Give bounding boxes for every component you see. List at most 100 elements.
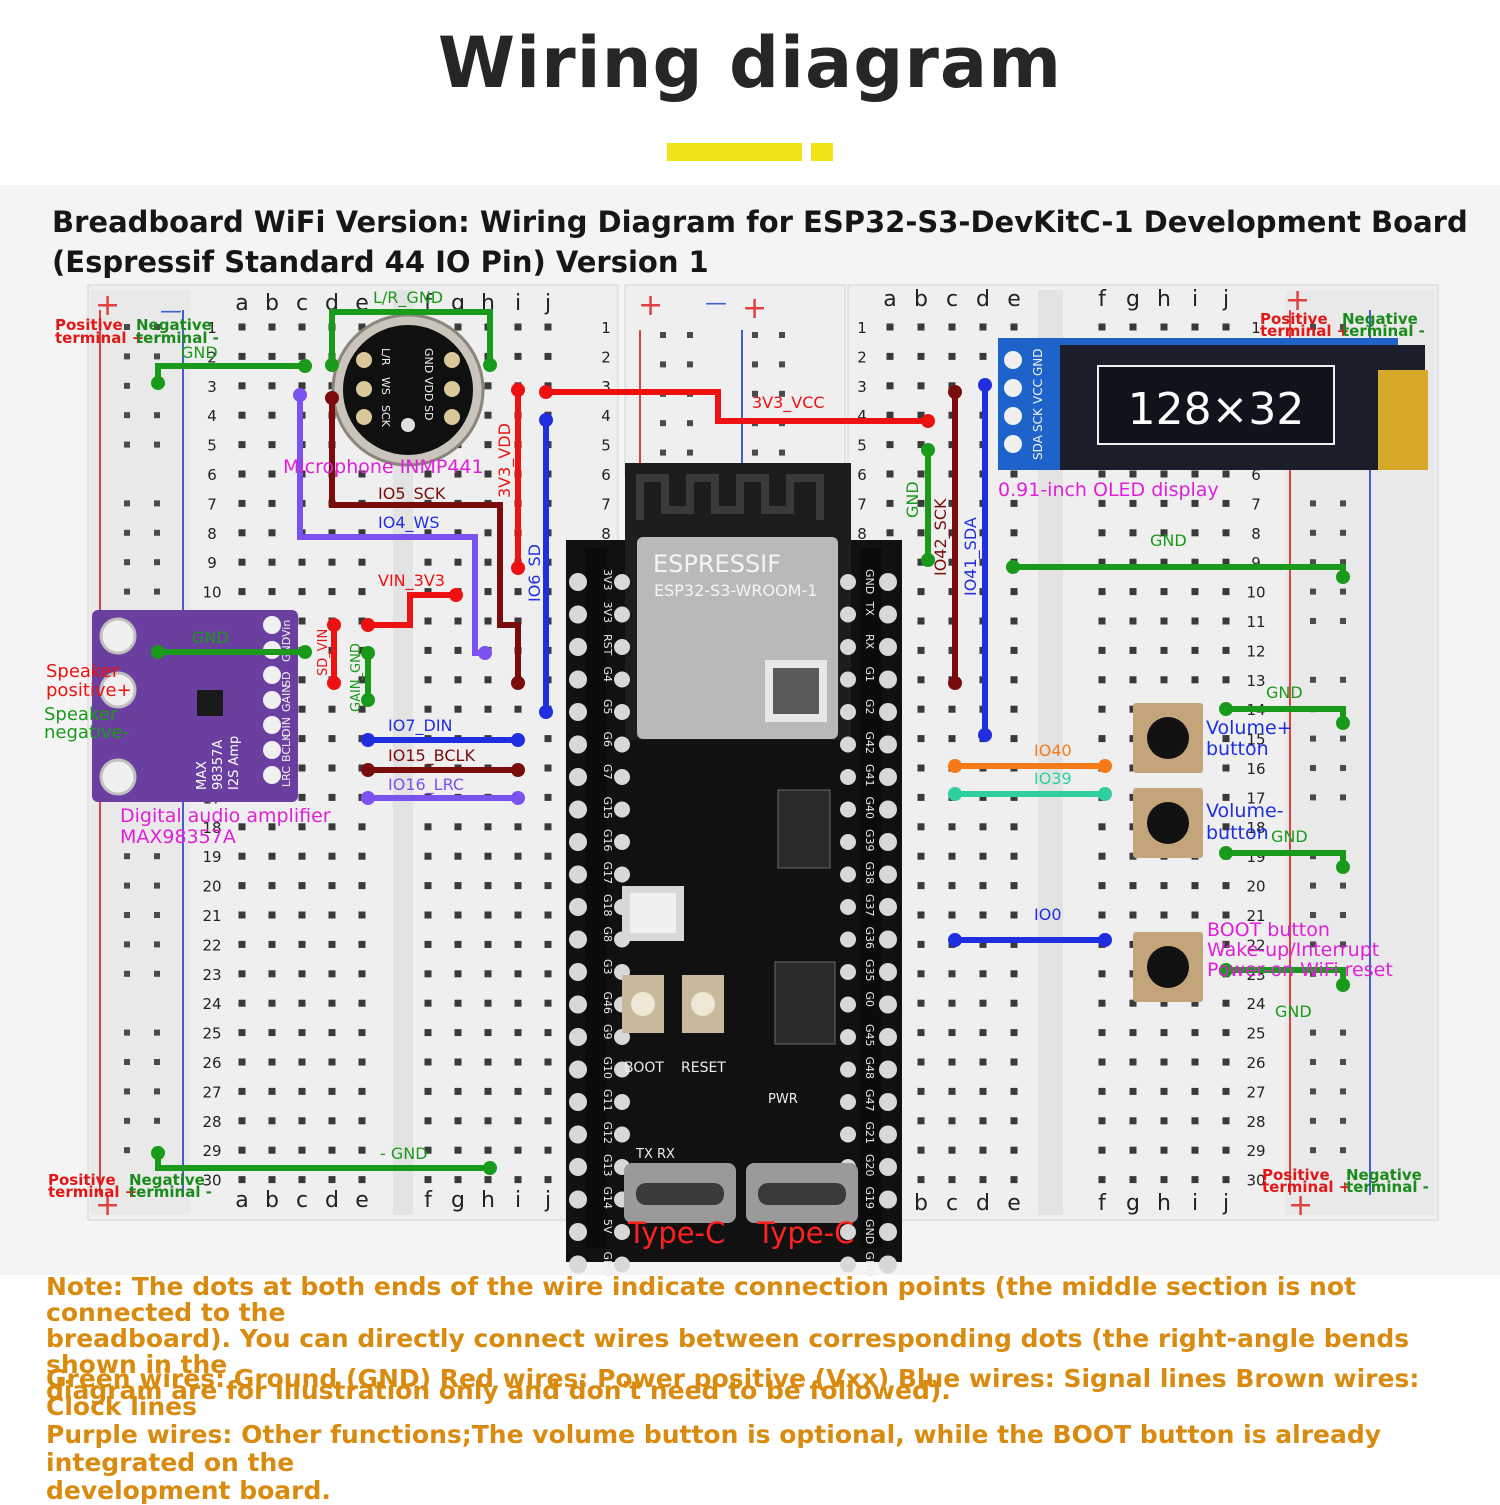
- esp-left-pin-label: G13: [601, 1154, 614, 1177]
- esp-right-pin: [879, 1255, 897, 1274]
- esp-right-pin-label: RX: [863, 634, 876, 650]
- wire-end-dot: [948, 787, 962, 801]
- row-number-far-right: 28: [1246, 1113, 1265, 1131]
- esp-left-pin-inner: [614, 1094, 630, 1110]
- col-letter-top-right: b: [914, 287, 928, 312]
- col-letter-top-left: c: [296, 291, 308, 316]
- row-number-right: 4: [857, 407, 867, 425]
- esp-right-pin-inner: [840, 866, 856, 883]
- esp-left-pin: [569, 1223, 587, 1241]
- esp-right-pin: [879, 1125, 897, 1144]
- row-number-left: 8: [207, 525, 217, 543]
- label-io16-lrc: IO16_LRC: [388, 775, 464, 795]
- label-gain-gnd: GAIN_GND: [349, 643, 364, 712]
- row-number-left: 6: [207, 466, 217, 484]
- label-io7-din: IO7_DIN: [388, 716, 453, 736]
- esp-left-pin: [569, 833, 587, 851]
- mic-pin: [444, 381, 460, 397]
- esp-right-pin-label: G37: [863, 894, 876, 917]
- row-number-far-right: 17: [1246, 789, 1265, 807]
- row-number-far-right: 18: [1246, 819, 1265, 837]
- amp-pin: [263, 666, 281, 684]
- amp-board-text-1: MAX: [195, 761, 210, 790]
- wire-end-dot: [1006, 560, 1020, 574]
- label-gnd-right: GND: [1150, 531, 1187, 550]
- wire-end-dot: [978, 728, 992, 742]
- label-io4-ws: IO4_WS: [378, 513, 439, 533]
- esp-left-pin-inner: [614, 574, 630, 590]
- esp-left-pin-inner: [614, 606, 630, 623]
- mic-pin: [444, 352, 460, 368]
- esp-left-pin: [569, 573, 587, 591]
- row-number-mid: 5: [601, 437, 611, 455]
- legend-line-2: Purple wires: Other functions;The volume…: [46, 1420, 1382, 1477]
- label-io15-bclk: IO15_BCLK: [388, 746, 475, 766]
- row-number-right: 2: [857, 348, 867, 366]
- esp-left-pin: [569, 638, 587, 656]
- wire-end-dot: [151, 1146, 165, 1160]
- title-underline-long: [667, 143, 802, 161]
- esp-right-pin: [879, 735, 897, 754]
- esp-right-pin: [879, 800, 897, 819]
- label-volume-down-2: button: [1206, 822, 1269, 844]
- esp-right-pin: [879, 670, 897, 689]
- col-letter-top-left: i: [515, 291, 521, 316]
- row-number-far-right: 16: [1246, 760, 1265, 778]
- col-letter-top-right: d: [976, 287, 990, 312]
- label-io0: IO0: [1034, 905, 1062, 924]
- label-lr-gnd: L/R_GND: [373, 288, 443, 308]
- wire-end-dot: [327, 676, 341, 690]
- rail-positive-label-bl: Positive: [48, 1171, 116, 1189]
- esp-right-pin-label: G0: [863, 992, 876, 1008]
- col-letter-top-right: e: [1007, 287, 1021, 312]
- row-number-far-right: 6: [1251, 466, 1261, 484]
- col-letter-top-left: f: [424, 291, 433, 316]
- label-io40: IO40: [1034, 741, 1072, 760]
- mic-pin-label: GND: [422, 348, 435, 373]
- wire-end-dot: [361, 763, 375, 777]
- col-letter-bottom-right: h: [1157, 1191, 1171, 1216]
- wire-end-dot: [483, 358, 497, 372]
- row-number-far-right: 24: [1246, 995, 1265, 1013]
- col-letter-bottom-right: c: [946, 1191, 958, 1216]
- rail-positive-label-bl-2: terminal +: [48, 1183, 137, 1201]
- note-line-3: diagram are for illustration only and do…: [46, 1376, 951, 1405]
- esp-right-pin-inner: [840, 639, 856, 655]
- rail-plus-mid: +: [638, 288, 663, 323]
- wire-end-dot: [948, 759, 962, 773]
- esp-left-pin: [569, 768, 587, 786]
- rail-plus-mid2: +: [742, 291, 767, 326]
- label-io5-sck: IO5_SCK: [378, 484, 446, 504]
- row-number-left: 29: [202, 1142, 221, 1160]
- esp-right-pin-label: G2: [863, 699, 876, 715]
- label-3v3-vcc: 3V3_VCC: [752, 393, 825, 413]
- label-minus-gnd: - GND: [380, 1144, 428, 1163]
- oled-pin-label: GND: [1031, 348, 1045, 376]
- amp-pin: [263, 691, 281, 709]
- wire-end-dot: [948, 676, 962, 690]
- esp-right-pin-label: GND: [863, 569, 876, 594]
- amp-pin-label: Vin: [280, 620, 293, 637]
- esp-left-pin-inner: [614, 866, 630, 883]
- label-gnd-volup: GND: [1266, 683, 1303, 702]
- esp-right-pin-label: G48: [863, 1057, 876, 1080]
- rail-negative-label-tr: Negative: [1342, 310, 1418, 328]
- row-number-mid: 2: [601, 348, 611, 366]
- esp-left-pin-label: G18: [601, 894, 614, 917]
- esp-right-pin-inner: [840, 899, 856, 915]
- esp-right-pin-inner: [840, 574, 856, 590]
- esp-right-pin-label: G36: [863, 927, 876, 950]
- wire-end-dot: [511, 383, 525, 397]
- amp-pin: [263, 741, 281, 759]
- esp-left-pin-inner: [614, 801, 630, 818]
- row-number-far-right: 10: [1246, 584, 1265, 602]
- col-letter-bottom-left: g: [451, 1188, 465, 1213]
- mic-pin: [356, 381, 372, 397]
- esp-left-pin: [569, 963, 587, 981]
- esp-left-pin-inner: [614, 1126, 630, 1143]
- esp-left-pin-inner: [614, 736, 630, 753]
- col-letter-top-left: j: [544, 291, 551, 316]
- row-number-mid: 3: [601, 378, 611, 396]
